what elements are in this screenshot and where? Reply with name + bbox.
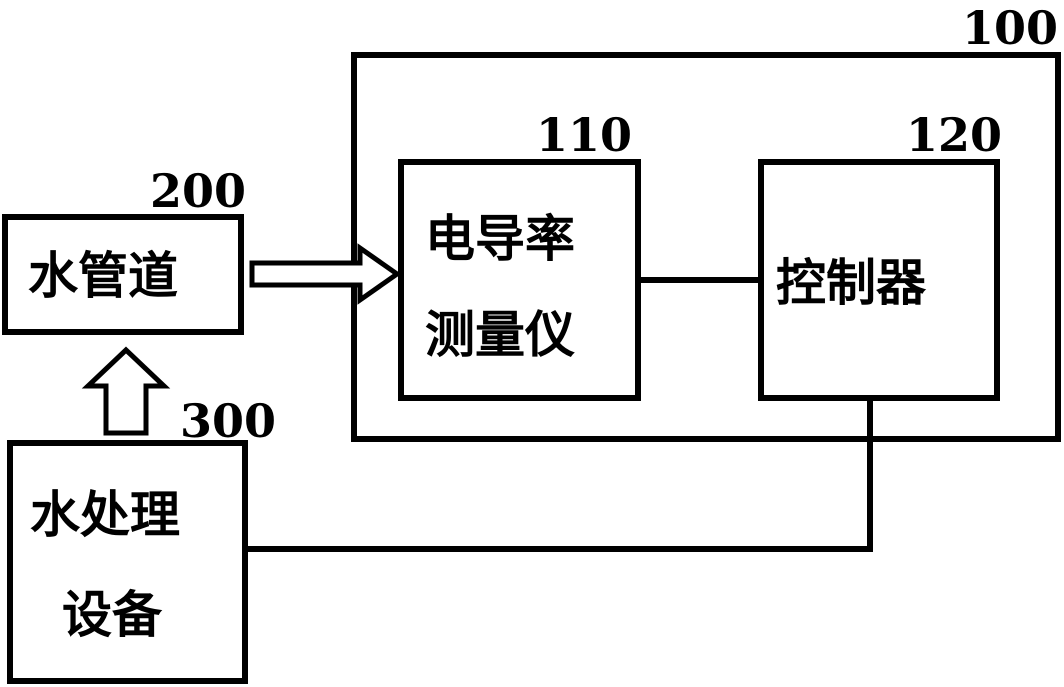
label-100: 100 <box>962 1 1058 55</box>
conductivity-meter-box <box>398 159 641 401</box>
water-pipe-box <box>2 214 244 335</box>
arrow-treatment-to-pipe <box>81 346 171 436</box>
water-pipe-text: 水管道 <box>28 247 178 305</box>
label-110: 110 <box>536 108 632 162</box>
controller-box <box>758 159 1000 401</box>
conductivity-meter-text-line2: 测量仪 <box>425 306 575 364</box>
controller-text: 控制器 <box>776 254 927 312</box>
arrow-pipe-to-meter <box>249 243 402 305</box>
feedback-controller-to-treatment <box>245 398 873 552</box>
water-treatment-text-line1: 水处理 <box>30 486 180 544</box>
label-200: 200 <box>150 164 246 218</box>
label-300: 300 <box>180 394 276 448</box>
conductivity-meter-text-line1: 电导率 <box>425 210 575 268</box>
label-120: 120 <box>906 108 1002 162</box>
water-treatment-box <box>7 440 248 684</box>
water-treatment-text-line2: 设备 <box>62 586 163 644</box>
